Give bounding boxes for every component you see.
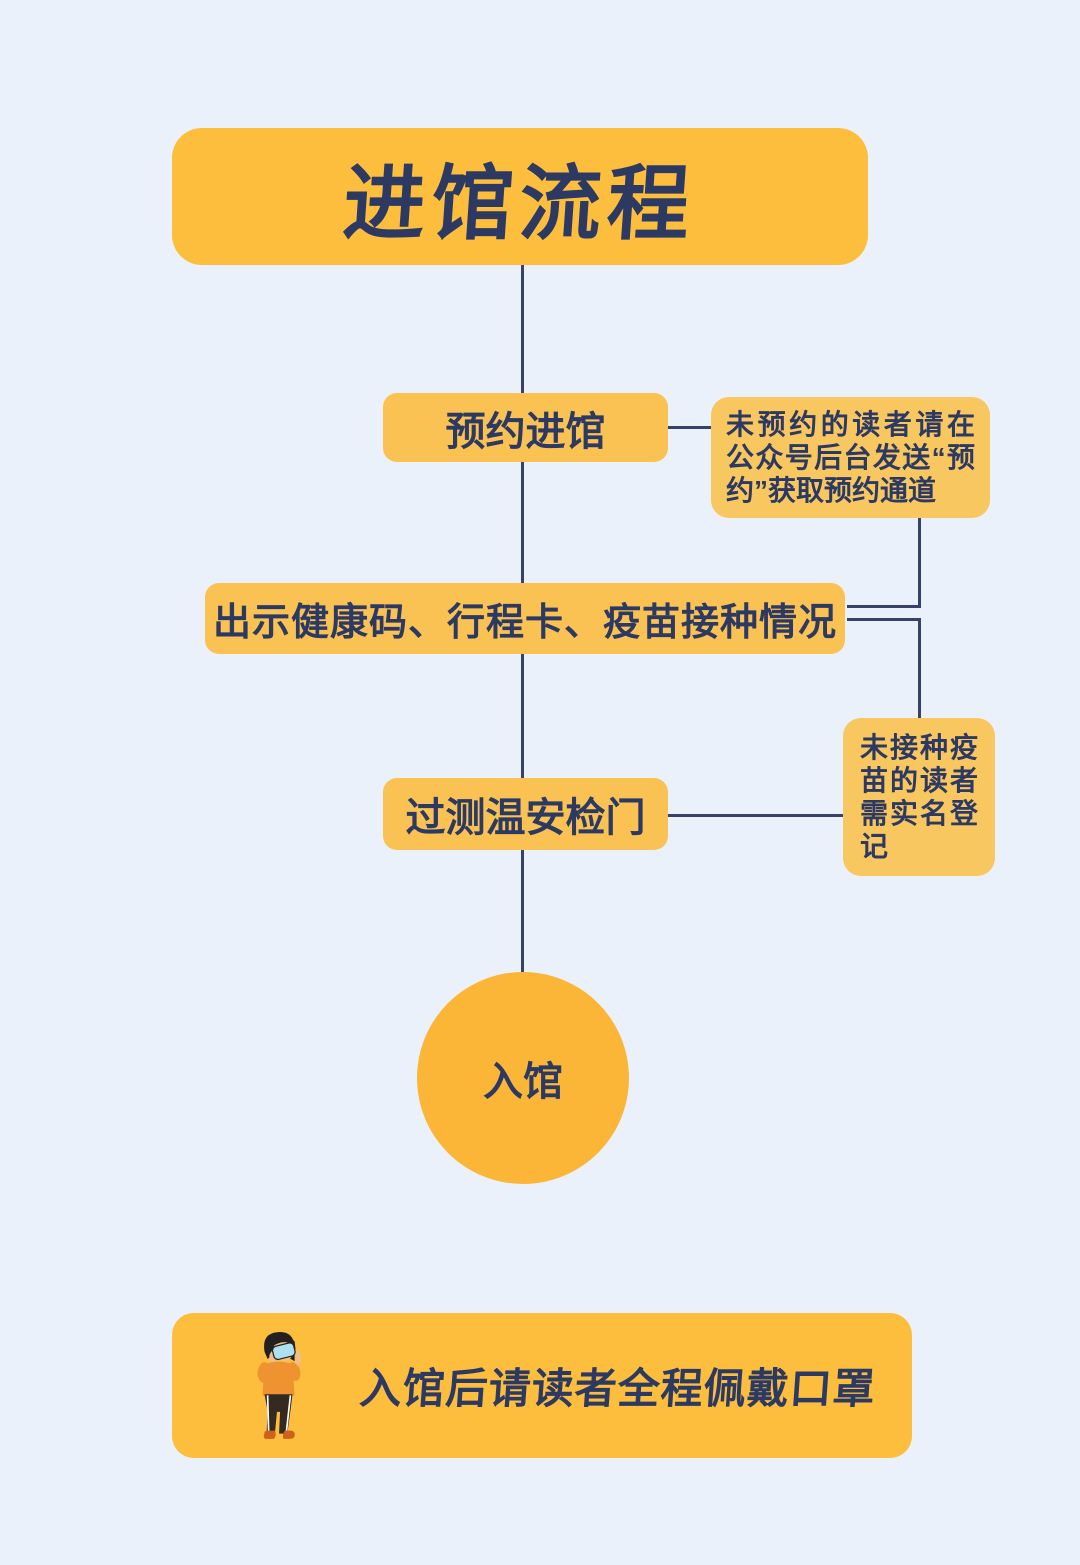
connector-reserve-to-showcodes [521,462,524,583]
step-show-codes-label: 出示健康码、行程卡、疫苗接种情况 [212,602,837,644]
connector-gate-to-enter [521,850,524,972]
connector-showcodes-to-gate [521,654,524,778]
step-security-gate-label: 过测温安检门 [405,796,646,840]
connector-down-to-note2 [918,618,921,718]
step-reserve-label: 预约进馆 [445,409,606,454]
connector-showcodes-out-right [847,618,921,621]
masked-person-icon [257,1332,302,1439]
title-banner: 进馆流程 [172,128,868,265]
step-reserve-entry: 预约进馆 [383,393,668,462]
step-security-gate: 过测温安检门 [383,778,668,850]
connector-note1-into-showcodes [847,605,921,608]
connector-reserve-to-note1 [668,426,711,429]
page-title: 进馆流程 [340,159,699,250]
connector-note1-down [918,516,921,608]
footer-message: 入馆后请读者全程佩戴口罩 [358,1365,878,1412]
step-show-codes: 出示健康码、行程卡、疫苗接种情况 [205,583,845,654]
end-node-enter-library: 入馆 [417,972,629,1184]
connector-title-to-reserve [521,265,524,393]
footer-banner: 入馆后请读者全程佩戴口罩 [172,1313,912,1458]
connector-gate-to-note2 [668,814,843,817]
end-node-label: 入馆 [483,1060,563,1104]
note-unvaccinated: 未接种疫苗的读者需实名登记 [843,718,995,876]
note-no-reservation: 未预约的读者请在公众号后台发送“预约”获取预约通道 [711,397,990,518]
